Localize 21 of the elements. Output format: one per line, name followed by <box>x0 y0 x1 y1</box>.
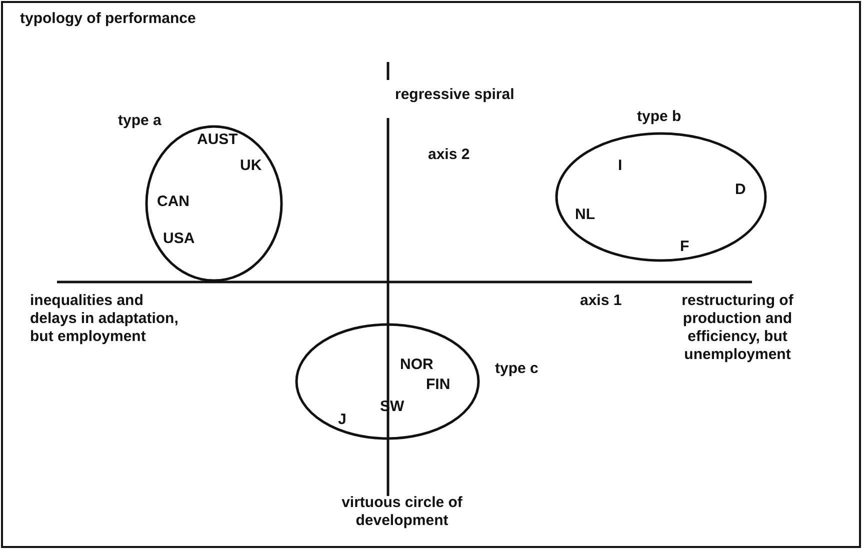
axis-label: axis 2 <box>428 146 470 164</box>
country-label: J <box>338 411 346 429</box>
axis-label: axis 1 <box>580 292 622 310</box>
axis-end-label: regressive spiral <box>395 86 514 104</box>
country-label: UK <box>240 157 262 175</box>
country-label: D <box>735 181 746 199</box>
country-label: USA <box>163 230 195 248</box>
axis-end-label: restructuring of production and efficiency, but unemployment <box>680 292 794 364</box>
country-label: FIN <box>426 376 450 394</box>
country-label: NOR <box>400 356 434 374</box>
type-label: type c <box>495 360 538 378</box>
type-label: type a <box>118 112 162 130</box>
country-label: F <box>680 238 690 256</box>
country-label: CAN <box>157 193 190 211</box>
country-label: I <box>618 157 622 175</box>
axis-end-label: inequalities and delays in adaptation, but employment <box>30 292 180 346</box>
axis-end-label: virtuous circle of development <box>340 494 464 530</box>
diagram-title: typology of performance <box>20 10 196 28</box>
country-label: AUST <box>197 131 238 149</box>
type-label: type b <box>637 108 682 126</box>
country-label: NL <box>575 206 595 224</box>
